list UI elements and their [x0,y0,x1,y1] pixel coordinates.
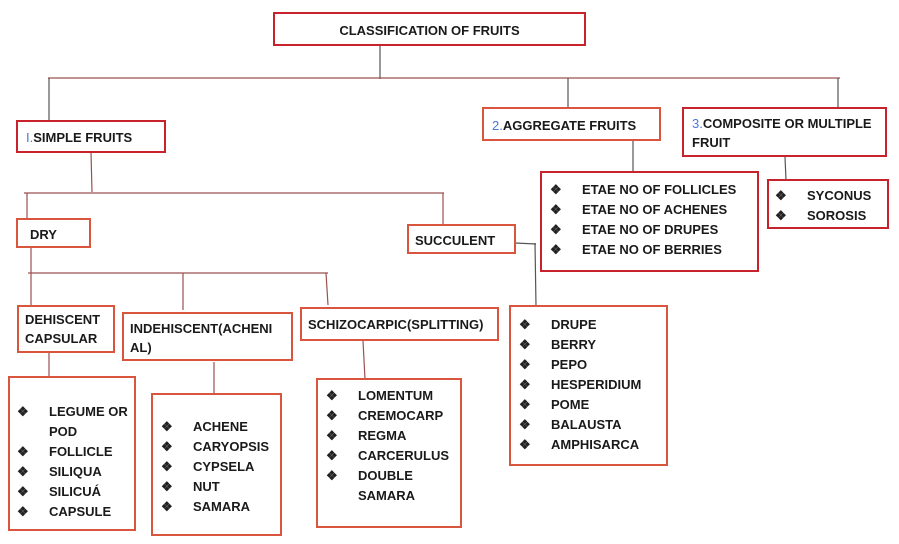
list-item: ❖LEGUME OR POD [17,404,128,439]
schizocarpic-box: SCHIZOCARPIC(SPLITTING) [300,307,499,341]
diamond-bullet-icon: ❖ [17,444,29,459]
list-item: ❖ETAE NO OF BERRIES [546,240,736,260]
list-item: ❖ETAE NO OF DRUPES [546,220,736,240]
diamond-bullet-icon: ❖ [519,377,531,392]
succulent-list-box: ❖DRUPE ❖BERRY ❖PEPO ❖HESPERIDIUM ❖POME ❖… [509,305,668,466]
list-item: ❖HESPERIDIUM [515,375,641,395]
diamond-bullet-icon: ❖ [161,419,173,434]
title-label: CLASSIFICATION OF FRUITS [339,23,520,38]
connector-simple-down [90,151,93,193]
list-item: ❖NUT [157,477,269,497]
diamond-bullet-icon: ❖ [161,439,173,454]
aggregate-fruits-number: 2. [492,118,503,133]
composite-list: ❖SYCONUS ❖SOROSIS [771,186,871,226]
diamond-bullet-icon: ❖ [550,242,562,257]
list-item: ❖SYCONUS [771,186,871,206]
diamond-bullet-icon: ❖ [17,464,29,479]
diamond-bullet-icon: ❖ [550,182,562,197]
connector-composite-list [784,156,787,181]
diamond-bullet-icon: ❖ [326,408,338,423]
simple-fruits-number: I. [26,130,34,145]
dry-box: DRY [16,218,91,248]
diamond-bullet-icon: ❖ [519,357,531,372]
list-item: ❖POME [515,395,641,415]
aggregate-list: ❖ETAE NO OF FOLLICLES ❖ETAE NO OF ACHENE… [546,180,736,260]
dehiscent-box: DEHISCENT CAPSULAR [17,305,115,353]
connector-schizocarpic-list [362,340,366,380]
list-item: ❖FOLLICLE [13,442,133,462]
list-item: ❖ACHENE [157,417,269,437]
diamond-bullet-icon: ❖ [519,437,531,452]
diamond-bullet-icon: ❖ [550,202,562,217]
succulent-list: ❖DRUPE ❖BERRY ❖PEPO ❖HESPERIDIUM ❖POME ❖… [515,315,641,455]
diamond-bullet-icon: ❖ [519,337,531,352]
list-item: ❖BALAUSTA [515,415,641,435]
list-item: ❖BERRY [515,335,641,355]
list-item: ❖CAPSULE [13,502,133,522]
list-item: ❖SOROSIS [771,206,871,226]
diamond-bullet-icon: ❖ [775,208,787,223]
dehiscent-list-box: ❖LEGUME OR POD ❖FOLLICLE ❖SILIQUA ❖SILIC… [8,376,136,531]
list-item: ❖CARCERULUS [322,446,449,466]
diamond-bullet-icon: ❖ [161,479,173,494]
list-item: ❖ETAE NO OF ACHENES [546,200,736,220]
list-item: ❖CARYOPSIS [157,437,269,457]
composite-fruits-box: 3.COMPOSITE OR MULTIPLE FRUIT [682,107,887,157]
aggregate-fruits-label: AGGREGATE FRUITS [502,118,637,133]
diamond-bullet-icon: ❖ [326,468,338,483]
connector-succulent-side [514,242,537,245]
indehiscent-label: INDEHISCENT(ACHENIAL) [130,321,273,355]
composite-list-box: ❖SYCONUS ❖SOROSIS [767,179,889,229]
composite-fruits-number: 3. [692,116,703,131]
simple-fruits-label: SIMPLE FRUITS [33,130,133,145]
list-item: ❖DOUBLE SAMARA [326,468,416,503]
indehiscent-list-box: ❖ACHENE ❖CARYOPSIS ❖CYPSELA ❖NUT ❖SAMARA [151,393,282,536]
list-item: ❖DRUPE [515,315,641,335]
connector-schizocarpic [325,272,329,306]
aggregate-fruits-box: 2.AGGREGATE FRUITS [482,107,661,141]
aggregate-list-box: ❖ETAE NO OF FOLLICLES ❖ETAE NO OF ACHENE… [540,171,759,272]
dehiscent-label: DEHISCENT CAPSULAR [25,312,101,346]
list-item: ❖SAMARA [157,497,269,517]
schizocarpic-label: SCHIZOCARPIC(SPLITTING) [308,317,484,332]
list-item: ❖REGMA [322,426,442,446]
diamond-bullet-icon: ❖ [550,222,562,237]
diamond-bullet-icon: ❖ [326,448,338,463]
dehiscent-list: ❖LEGUME OR POD ❖FOLLICLE ❖SILIQUA ❖SILIC… [13,402,133,522]
list-item: ❖AMPHISARCA [515,435,641,455]
diamond-bullet-icon: ❖ [17,484,29,499]
succulent-label: SUCCULENT [415,233,496,248]
title-box: CLASSIFICATION OF FRUITS [273,12,586,46]
indehiscent-box: INDEHISCENT(ACHENIAL) [122,312,293,361]
indehiscent-list: ❖ACHENE ❖CARYOPSIS ❖CYPSELA ❖NUT ❖SAMARA [157,417,269,517]
diamond-bullet-icon: ❖ [519,397,531,412]
list-item: ❖LOMENTUM [322,386,442,406]
composite-fruits-label: COMPOSITE OR MULTIPLE FRUIT [692,116,872,150]
diamond-bullet-icon: ❖ [17,404,29,419]
connector-succulent-list [534,242,537,307]
schizocarpic-list: ❖LOMENTUM ❖CREMOCARP ❖REGMA ❖CARCERULUS … [322,386,449,506]
succulent-box: SUCCULENT [407,224,516,254]
diamond-bullet-icon: ❖ [17,504,29,519]
dry-label: DRY [30,227,57,242]
diamond-bullet-icon: ❖ [775,188,787,203]
diamond-bullet-icon: ❖ [161,499,173,514]
diamond-bullet-icon: ❖ [519,417,531,432]
diamond-bullet-icon: ❖ [326,388,338,403]
schizocarpic-list-box: ❖LOMENTUM ❖CREMOCARP ❖REGMA ❖CARCERULUS … [316,378,462,528]
list-item: ❖SILICUÁ [13,482,133,502]
list-item: ❖SILIQUA [13,462,133,482]
diamond-bullet-icon: ❖ [161,459,173,474]
simple-fruits-box: I.SIMPLE FRUITS [16,120,166,153]
list-item: ❖PEPO [515,355,641,375]
list-item: ❖ETAE NO OF FOLLICLES [546,180,736,200]
diamond-bullet-icon: ❖ [519,317,531,332]
diamond-bullet-icon: ❖ [326,428,338,443]
list-item: ❖CYPSELA [157,457,269,477]
list-item: ❖CREMOCARP [322,406,443,426]
